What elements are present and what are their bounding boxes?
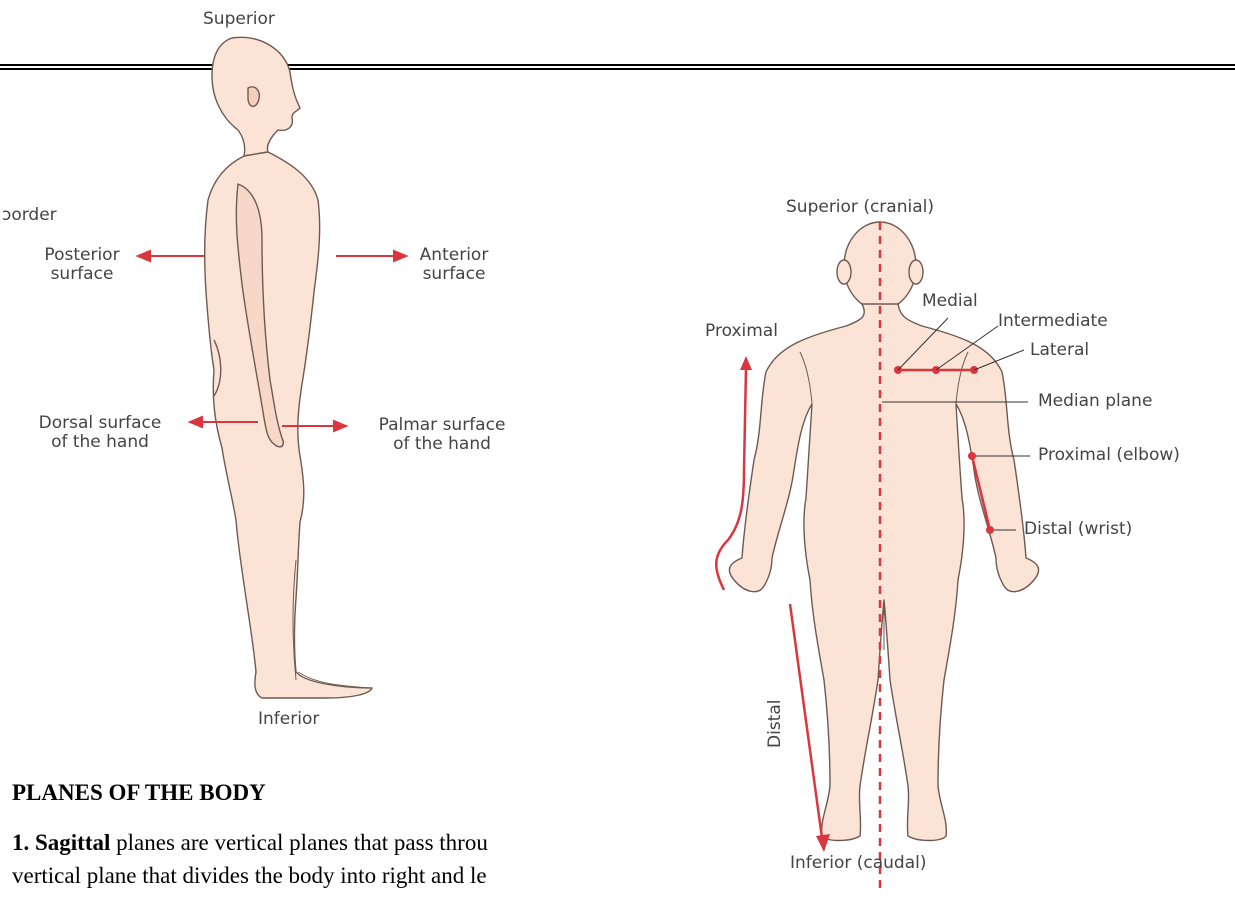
side-body-figure — [205, 37, 372, 698]
label-dorsal-surface: Dorsal surface of the hand — [12, 414, 188, 452]
label-inferior: Inferior — [258, 710, 319, 729]
label-palmar-surface: Palmar surface of the hand — [356, 416, 528, 454]
label-palmar-line2: of the hand — [356, 435, 528, 454]
label-dorsal-line2: of the hand — [12, 433, 188, 452]
label-superior-cranial: Superior (cranial) — [786, 198, 934, 217]
section-heading: PLANES OF THE BODY — [12, 780, 266, 806]
label-anterior-line2: surface — [404, 265, 504, 284]
label-superior: Superior — [203, 10, 275, 29]
label-posterior-surface: Posterior surface — [30, 246, 134, 284]
label-median-plane: Median plane — [1038, 392, 1152, 411]
label-posterior-line1: Posterior — [30, 246, 134, 265]
label-intermediate: Intermediate — [998, 312, 1108, 331]
label-dorsal-line1: Dorsal surface — [12, 414, 188, 433]
label-posterior-line2: surface — [30, 265, 134, 284]
label-lateral: Lateral — [1030, 341, 1089, 360]
label-border-fragment: ɔorder — [2, 206, 57, 225]
label-inferior-caudal: Inferior (caudal) — [790, 854, 926, 873]
paragraph-line-2: vertical plane that divides the body int… — [12, 859, 692, 892]
paragraph-line-1: planes are vertical planes that pass thr… — [110, 830, 487, 855]
label-proximal: Proximal — [705, 322, 778, 341]
label-medial: Medial — [922, 292, 978, 311]
label-anterior-surface: Anterior surface — [404, 246, 504, 284]
label-proximal-elbow: Proximal (elbow) — [1038, 446, 1180, 465]
label-distal: Distal — [766, 700, 785, 748]
label-distal-wrist: Distal (wrist) — [1024, 520, 1132, 539]
sagittal-paragraph: 1. Sagittal planes are vertical planes t… — [12, 826, 692, 903]
sagittal-term: 1. Sagittal — [12, 830, 110, 855]
label-palmar-line1: Palmar surface — [356, 416, 528, 435]
label-anterior-line1: Anterior — [404, 246, 504, 265]
